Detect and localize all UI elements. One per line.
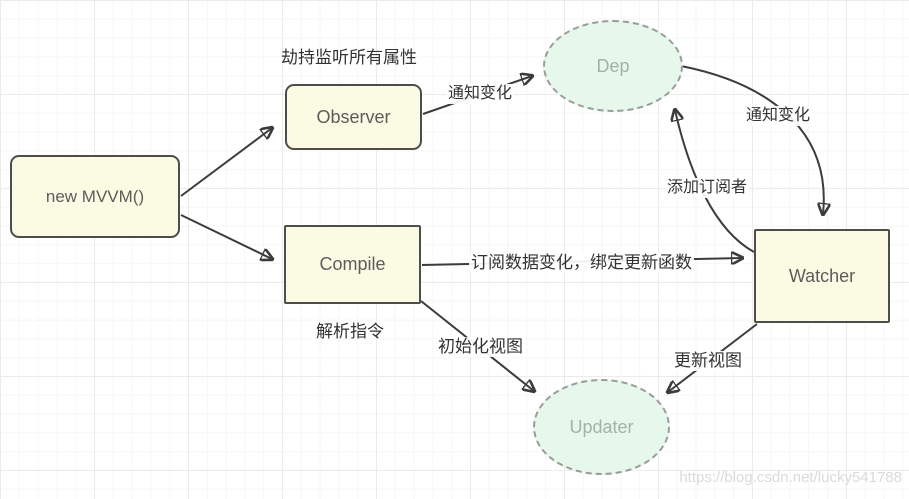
arrow-mvvm-to-compile bbox=[180, 214, 272, 259]
edge-label-update-view: 更新视图 bbox=[672, 351, 744, 371]
edge-label-init-view: 初始化视图 bbox=[436, 337, 525, 357]
edge-label-notify-dep-watcher: 通知变化 bbox=[744, 106, 813, 126]
node-observer-label: Observer bbox=[316, 106, 391, 127]
arrow-mvvm-to-observer bbox=[180, 128, 272, 197]
edge-label-notify-observer-dep: 通知变化 bbox=[446, 84, 515, 104]
node-updater: Updater bbox=[533, 379, 670, 475]
node-observer: Observer bbox=[285, 84, 422, 150]
annotation-hijack-listen: 劫持监听所有属性 bbox=[281, 48, 417, 67]
annotation-parse-directives: 解析指令 bbox=[316, 322, 384, 341]
node-new-mvvm: new MVVM() bbox=[10, 155, 180, 238]
watermark-url: https://blog.csdn.net/lucky541788 bbox=[679, 469, 902, 486]
node-watcher: Watcher bbox=[754, 229, 890, 323]
node-compile: Compile bbox=[284, 225, 421, 304]
node-watcher-label: Watcher bbox=[788, 265, 856, 286]
node-dep-label: Dep bbox=[596, 55, 630, 76]
node-dep: Dep bbox=[543, 20, 683, 112]
node-new-mvvm-label: new MVVM() bbox=[45, 186, 145, 206]
node-updater-label: Updater bbox=[569, 416, 634, 437]
node-compile-label: Compile bbox=[319, 254, 386, 274]
edge-label-subscribe-bind: 订阅数据变化，绑定更新函数 bbox=[469, 253, 694, 273]
edge-label-add-subscriber: 添加订阅者 bbox=[665, 178, 750, 198]
